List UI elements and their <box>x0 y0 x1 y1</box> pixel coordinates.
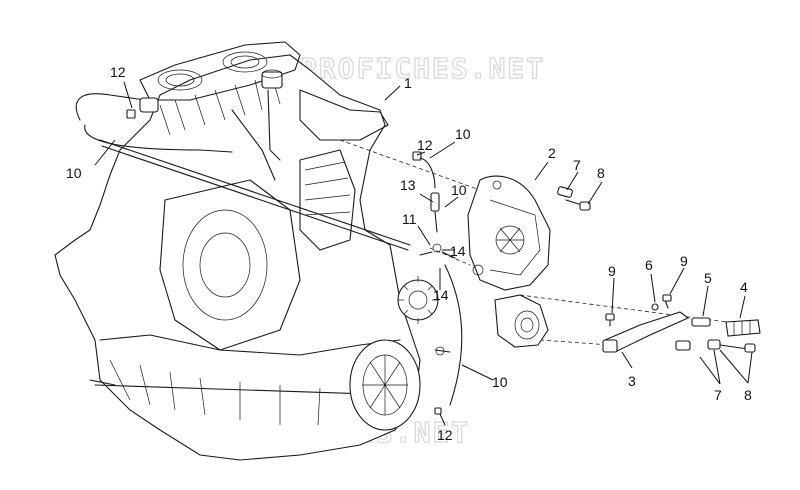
callout-10-top: 10 <box>455 126 471 142</box>
callout-8-lower: 8 <box>744 387 752 403</box>
pivot-pin <box>691 317 711 327</box>
bolt-upper <box>557 186 591 211</box>
shift-lever-mount <box>494 294 549 348</box>
callout-10-bottom: 10 <box>492 374 508 390</box>
sprocket-cover <box>467 175 551 291</box>
callout-7-upper: 7 <box>573 157 581 173</box>
centerline-3 <box>519 294 751 326</box>
callout-1: 1 <box>404 75 412 91</box>
callout-12-mid: 12 <box>417 137 433 153</box>
callout-9-right: 9 <box>680 253 688 269</box>
watermark-top: PROFICHES.NET <box>300 52 545 85</box>
callout-7-lower: 7 <box>714 387 722 403</box>
shift-pedal-rubber <box>725 319 761 337</box>
engine-block <box>54 41 421 461</box>
centerline-2 <box>429 247 471 266</box>
callout-labels: 1 2 3 4 5 6 7 7 8 8 9 9 10 10 10 10 11 1… <box>66 64 752 443</box>
callout-12-top-left: 12 <box>110 64 126 80</box>
callout-10-mid: 10 <box>451 182 467 198</box>
breather-hose-assembly <box>126 97 463 415</box>
callout-11: 11 <box>402 211 417 227</box>
front-sprocket <box>397 276 451 356</box>
callout-5: 5 <box>704 270 712 286</box>
callout-8-upper: 8 <box>597 165 605 181</box>
centerline-4 <box>539 339 611 346</box>
centerline-1 <box>339 139 481 191</box>
callout-4: 4 <box>740 279 748 295</box>
shift-lever <box>602 311 690 353</box>
bolts-lower <box>675 339 756 353</box>
callout-12-bottom: 12 <box>437 427 453 443</box>
callout-14-upper: 14 <box>450 243 466 259</box>
callout-14-lower: 14 <box>433 287 449 303</box>
leader-lines <box>94 81 753 426</box>
small-bolts <box>605 294 672 327</box>
callout-3: 3 <box>628 373 636 389</box>
callout-6: 6 <box>645 257 653 273</box>
callout-10-left: 10 <box>66 165 82 181</box>
callout-9-left: 9 <box>608 263 616 279</box>
callout-2: 2 <box>548 145 556 161</box>
callout-13: 13 <box>400 177 416 193</box>
